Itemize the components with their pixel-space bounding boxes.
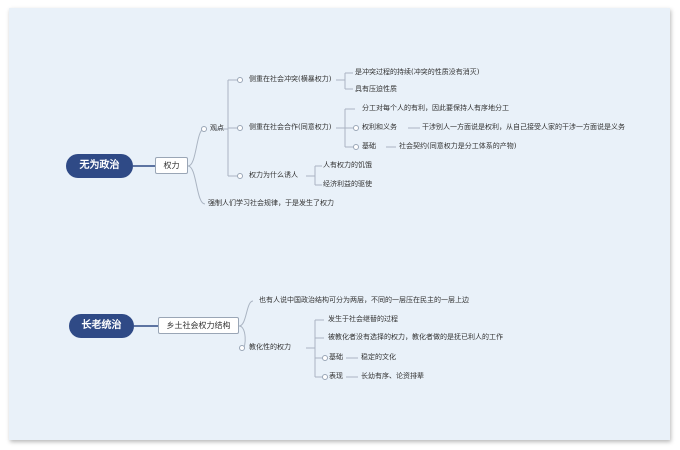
node-view-conflict[interactable]: 侧重在社会冲突(横暴权力) (249, 75, 332, 83)
mindmap-canvas: 无为政治 权力 观点 侧重在社会冲突(横暴权力) 是冲突过程的持续(冲突的性质没… (9, 8, 670, 440)
node-division-benefit[interactable]: 分工对每个人的有利，因此要保持人有序地分工 (362, 104, 509, 112)
expand-toggle-icon[interactable] (239, 345, 245, 351)
node-economic-interest[interactable]: 经济利益的驱使 (323, 180, 372, 188)
node-conflict-continuity[interactable]: 是冲突过程的持续(冲突的性质没有消灭) (355, 68, 480, 76)
connector-lines (133, 72, 420, 378)
expand-toggle-icon[interactable] (237, 125, 243, 131)
node-basis[interactable]: 基础 (362, 142, 376, 150)
node-view-cooperation[interactable]: 侧重在社会合作(同意权力) (249, 123, 332, 131)
expand-toggle-icon[interactable] (201, 126, 207, 132)
node-rights-duties[interactable]: 权利和义务 (362, 123, 397, 131)
node-power-hunger[interactable]: 人有权力的饥饿 (323, 161, 372, 169)
expand-toggle-icon[interactable] (353, 144, 359, 150)
node-social-contract[interactable]: 社会契约(同意权力是分工体系的产物) (399, 142, 517, 150)
node-oppressive[interactable]: 具有压迫性质 (355, 85, 397, 93)
root-node-elder-rule[interactable]: 长老统治 (69, 314, 134, 338)
node-seniority-order[interactable]: 长幼有序、论资排辈 (361, 372, 424, 380)
expand-toggle-icon[interactable] (322, 374, 328, 380)
node-force-learn[interactable]: 强制人们学习社会规律，于是发生了权力 (208, 199, 334, 207)
node-rights-duties-detail[interactable]: 干涉别人一方面说是权利，从自己接受人家的干涉一方面说是义务 (422, 123, 625, 131)
node-educational-power[interactable]: 教化性的权力 (249, 343, 291, 351)
root-node-wuwei[interactable]: 无为政治 (66, 154, 133, 178)
node-view[interactable]: 观点 (210, 124, 224, 132)
node-no-choice[interactable]: 被教化者没有选择的权力，教化者做的是抚已利人的工作 (328, 333, 503, 341)
node-basis-2[interactable]: 基础 (329, 353, 343, 361)
node-power[interactable]: 权力 (155, 157, 188, 174)
node-succession-process[interactable]: 发生于社会继替的过程 (328, 315, 398, 323)
expand-toggle-icon[interactable] (322, 355, 328, 361)
node-stable-culture[interactable]: 稳定的文化 (361, 353, 396, 361)
node-two-layer-structure[interactable]: 也有人说中国政治结构可分为两层，不同的一层压在民主的一层上边 (259, 296, 469, 304)
node-power-structure[interactable]: 乡土社会权力结构 (158, 317, 239, 334)
expand-toggle-icon[interactable] (237, 77, 243, 83)
node-why-power-attractive[interactable]: 权力为什么诱人 (249, 171, 298, 179)
expand-toggle-icon[interactable] (353, 125, 359, 131)
expand-toggle-icon[interactable] (237, 173, 243, 179)
node-manifestation[interactable]: 表现 (329, 372, 343, 380)
